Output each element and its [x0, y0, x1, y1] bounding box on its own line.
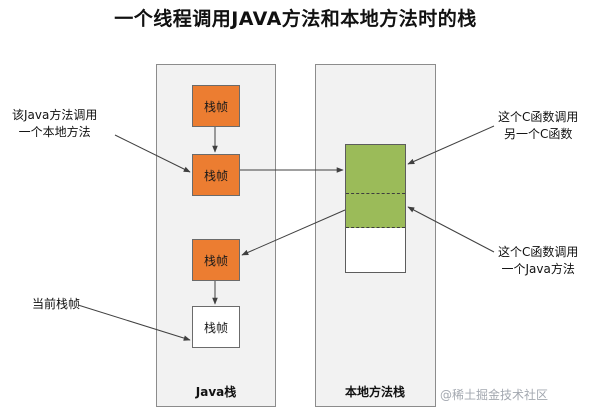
arrow-native-to-java: [241, 209, 346, 256]
note-line: 另一个C函数: [504, 127, 573, 141]
java-stack-frame-1: 栈帧: [192, 85, 240, 127]
native-method-stack-column: [315, 64, 436, 407]
note-java-calls-native: 该Java方法调用 一个本地方法: [12, 107, 97, 141]
arrow-note-to-c-frame-1: [407, 125, 495, 165]
note-c-calls-c: 这个C函数调用 另一个C函数: [498, 109, 578, 143]
note-current-frame: 当前栈帧: [32, 297, 81, 311]
java-stack-column: [156, 64, 276, 407]
java-stack-label: Java栈: [195, 385, 237, 399]
c-function-frame-1: [346, 145, 405, 193]
note-line: 这个C函数调用: [498, 245, 579, 259]
note-line: 一个Java方法: [501, 262, 575, 276]
watermark: @稀土掘金技术社区: [440, 388, 549, 402]
native-stack-frames: [345, 144, 406, 273]
arrow-note-to-current: [77, 304, 191, 341]
note-line: 该Java方法调用: [12, 108, 98, 122]
diagram-title: 一个线程调用JAVA方法和本地方法时的栈: [114, 8, 477, 30]
c-function-frame-2: [346, 193, 405, 228]
note-c-calls-java: 这个C函数调用 一个Java方法: [498, 244, 578, 278]
note-line: 一个本地方法: [18, 125, 91, 139]
note-line: 这个C函数调用: [498, 110, 579, 124]
current-stack-frame: 栈帧: [192, 306, 240, 348]
java-stack-frame-2: 栈帧: [192, 154, 240, 196]
native-frame-divider: [346, 227, 405, 228]
arrow-note-to-frame2: [114, 134, 191, 173]
arrow-note-to-c-frame-2: [407, 206, 495, 253]
native-stack-label: 本地方法栈: [344, 385, 405, 399]
java-stack-frame-3: 栈帧: [192, 239, 240, 281]
